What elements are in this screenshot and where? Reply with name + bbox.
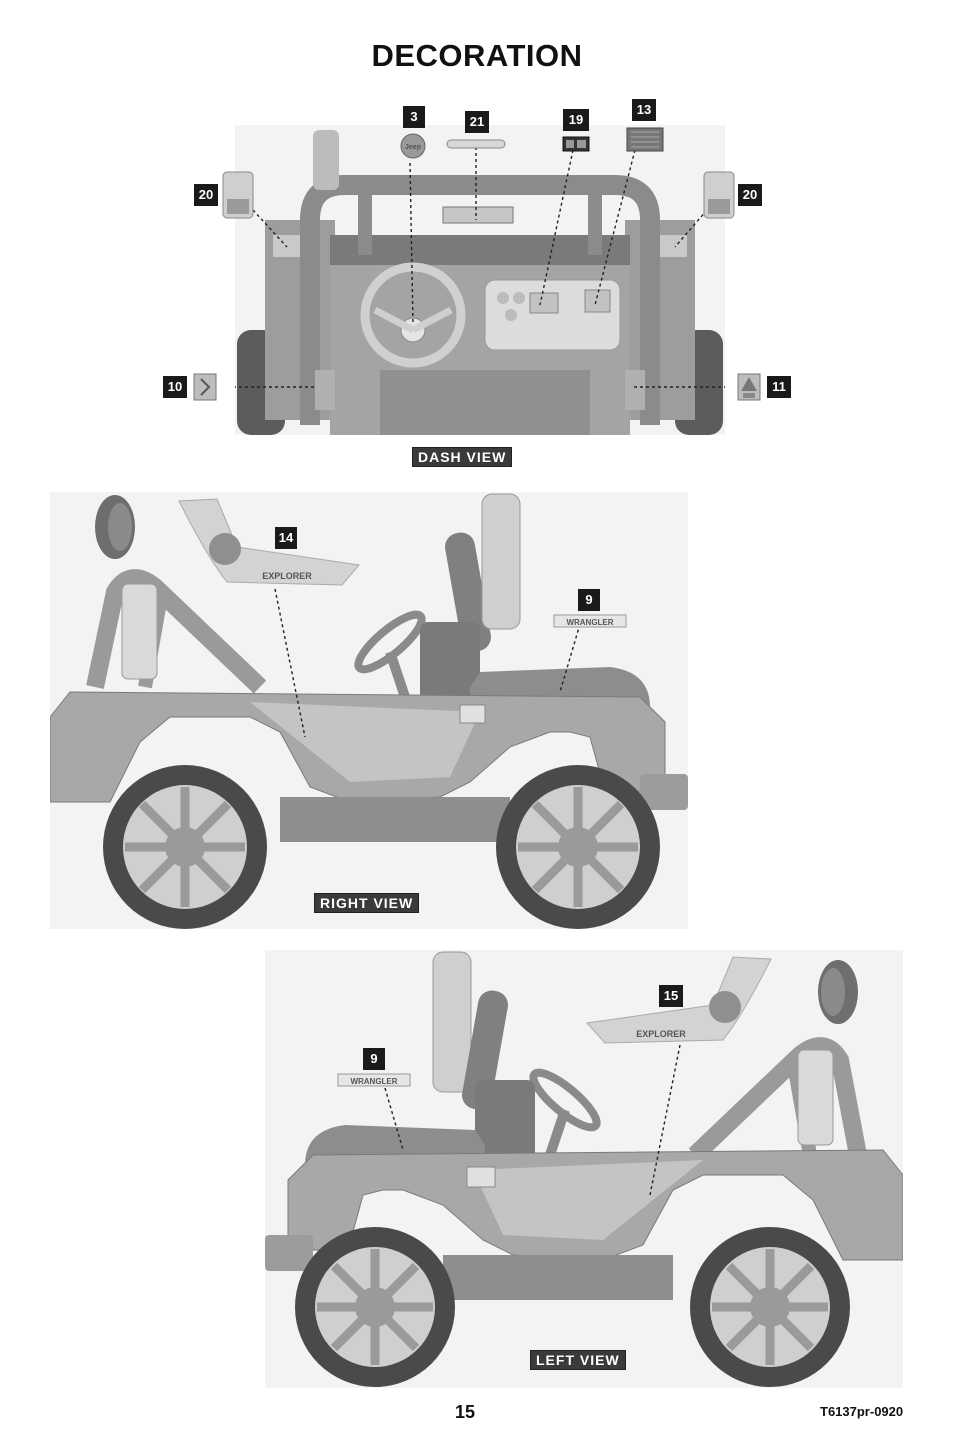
callout-10: 10 <box>163 376 187 398</box>
decal-9-wrangler-left-icon: WRANGLER <box>337 1073 411 1087</box>
svg-text:WRANGLER: WRANGLER <box>566 618 613 627</box>
right-view-illustration <box>50 492 688 929</box>
svg-text:EXPLORER: EXPLORER <box>262 571 312 581</box>
dash-view-label: DASH VIEW <box>412 447 513 467</box>
callout-9-left: 9 <box>363 1048 385 1070</box>
callout-15: 15 <box>659 985 683 1007</box>
page-number: 15 <box>455 1402 476 1422</box>
page-title: DECORATION <box>371 38 583 73</box>
right-rear-wheel <box>103 765 267 929</box>
left-rear-wheel <box>690 1227 850 1387</box>
callout-9-right: 9 <box>578 589 600 611</box>
left-view-label: LEFT VIEW <box>530 1350 626 1370</box>
svg-text:EXPLORER: EXPLORER <box>636 1029 686 1039</box>
decal-21-strip-icon <box>446 139 506 149</box>
decal-13-grille-icon <box>626 127 664 152</box>
decal-14-explorer-wing-icon: EXPLORER <box>178 498 360 586</box>
svg-text:Jeep: Jeep <box>405 144 421 151</box>
callout-20-left: 20 <box>194 184 218 206</box>
document-code: T6137pr-0920 <box>820 1404 904 1419</box>
callout-14: 14 <box>275 527 297 549</box>
callout-20-right: 20 <box>738 184 762 206</box>
right-front-wheel <box>496 765 660 929</box>
decal-15-explorer-wing-icon: EXPLORER <box>586 956 772 1044</box>
decal-20-right-lamp-icon <box>703 171 735 219</box>
callout-21: 21 <box>465 111 489 133</box>
callout-19: 19 <box>563 109 589 131</box>
decal-3-jeep-icon: Jeep <box>400 133 426 159</box>
decal-11-warning-icon <box>737 373 761 401</box>
decal-19-gauge-icon <box>562 136 590 152</box>
decal-20-left-lamp-icon <box>222 171 254 219</box>
right-view-label: RIGHT VIEW <box>314 893 420 913</box>
dash-view-illustration <box>235 125 725 435</box>
svg-text:WRANGLER: WRANGLER <box>350 1077 397 1086</box>
callout-13: 13 <box>632 99 656 121</box>
decal-9-wrangler-icon: WRANGLER <box>553 614 627 628</box>
callout-11: 11 <box>767 376 791 398</box>
decal-10-warning-icon <box>193 373 217 401</box>
left-view-illustration <box>265 950 903 1388</box>
left-front-wheel <box>295 1227 455 1387</box>
callout-3: 3 <box>403 106 425 128</box>
steering-wheel <box>360 262 466 368</box>
